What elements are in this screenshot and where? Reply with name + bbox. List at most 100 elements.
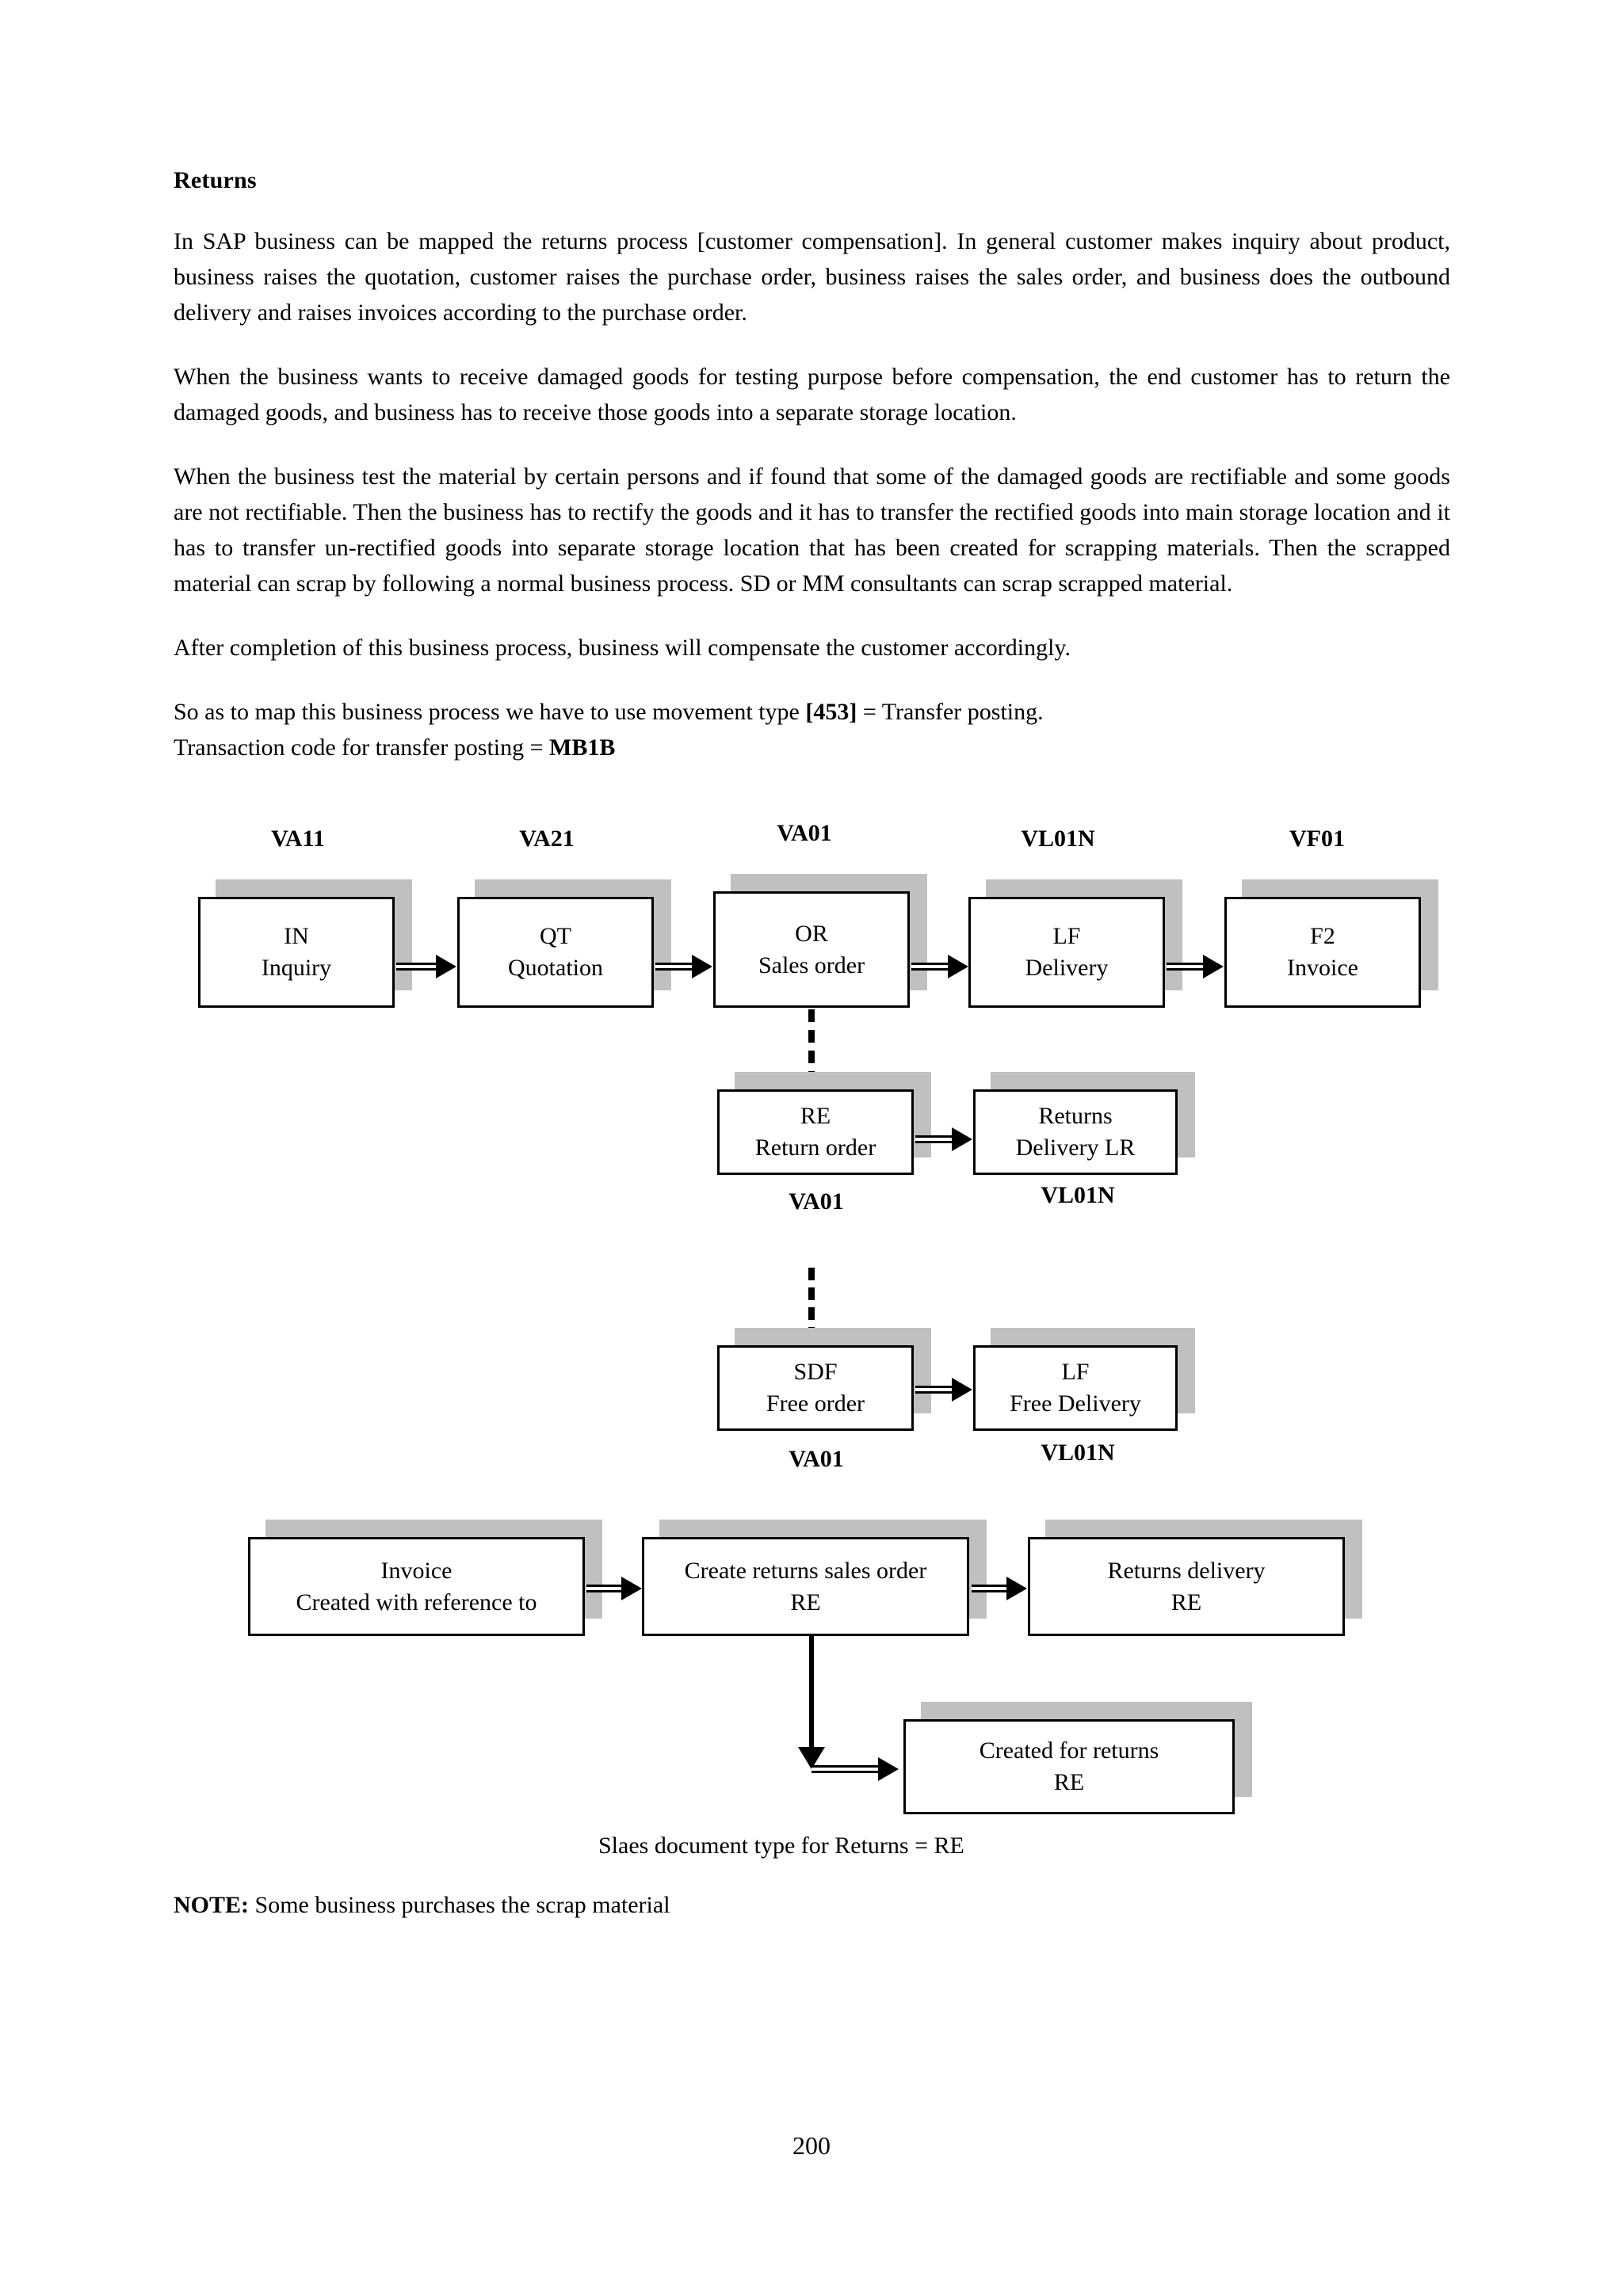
node-box: Returns Delivery LR (973, 1089, 1178, 1175)
tcode-label-vf01: VF01 (1289, 826, 1345, 852)
page-title: Returns (174, 167, 257, 193)
note-text: Some business purchases the scrap materi… (249, 1892, 670, 1918)
node-line-1: OR (795, 920, 828, 947)
arrow-stem (655, 963, 695, 971)
transaction-code-line: Transaction code for transfer posting = … (174, 730, 1450, 765)
tcode-label-va01-row2: VA01 (789, 1188, 844, 1215)
tcode-label-va11: VA11 (271, 826, 325, 852)
arrow-invoice-to-createreturns (586, 1577, 642, 1600)
page-number: 200 (792, 2131, 831, 2160)
node-box: OR Sales order (713, 891, 910, 1008)
tcode-label-vl01n-row1: VL01N (1021, 826, 1095, 852)
arrow-head (436, 955, 456, 978)
arrow-stem (911, 963, 951, 971)
node-line-2: Delivery LR (1015, 1135, 1136, 1161)
arrow-head (952, 1378, 972, 1402)
arrow-head (621, 1577, 642, 1600)
paragraph-1: In SAP business can be mapped the return… (174, 228, 1450, 326)
arrow-salesorder-to-delivery (911, 955, 968, 978)
node-line-2: Delivery (1025, 955, 1109, 981)
flow-node-returns-delivery-re: Returns delivery RE (1028, 1520, 1362, 1636)
diagram-caption: Slaes document type for Returns = RE (598, 1833, 964, 1859)
node-line-1: LF (1061, 1359, 1090, 1385)
node-line-2: RE (790, 1589, 821, 1615)
node-line-1: Returns (1038, 1103, 1113, 1129)
arrow-head (1006, 1577, 1027, 1600)
arrow-head (952, 1127, 972, 1151)
arrow-stem (808, 1268, 815, 1340)
flow-node-quotation: QT Quotation (457, 879, 671, 1008)
tcode-label-va01-row3: VA01 (789, 1446, 844, 1472)
arrow-stem (812, 1765, 881, 1773)
node-line-2: Invoice (1287, 955, 1358, 981)
movement-type-prefix: So as to map this business process we ha… (174, 699, 806, 725)
flow-node-create-returns-sales-order: Create returns sales order RE (642, 1520, 987, 1636)
arrow-stem (915, 1386, 955, 1394)
node-line-2: Free order (766, 1390, 865, 1417)
node-line-2: RE (1170, 1589, 1202, 1615)
node-line-1: SDF (793, 1359, 838, 1385)
note-line: NOTE: Some business purchases the scrap … (174, 1890, 670, 1921)
arrow-freeorder-to-freedelivery (915, 1378, 972, 1402)
node-box: Returns delivery RE (1028, 1537, 1345, 1636)
flow-node-inquiry: IN Inquiry (198, 879, 412, 1008)
flow-node-sales-order: OR Sales order (713, 874, 927, 1008)
node-line-1: LF (1052, 923, 1081, 949)
transaction-code-prefix: Transaction code for transfer posting = (174, 734, 550, 761)
node-line-1: QT (540, 923, 571, 949)
arrow-stem (808, 1009, 815, 1084)
arrow-head (1203, 955, 1224, 978)
arrow-stem (396, 963, 439, 971)
arrow-inquiry-to-quotation (396, 955, 456, 978)
paragraph-2: When the business wants to receive damag… (174, 364, 1450, 425)
transaction-code-value: MB1B (549, 734, 616, 761)
flow-node-return-order: RE Return order (717, 1072, 931, 1175)
node-box: IN Inquiry (198, 897, 395, 1008)
movement-type-line: So as to map this business process we ha… (174, 694, 1450, 730)
paragraph-3: When the business test the material by c… (174, 463, 1450, 597)
node-line-2: Inquiry (261, 955, 332, 981)
node-line-2: RE (1053, 1769, 1085, 1795)
node-box: QT Quotation (457, 897, 654, 1008)
flow-node-delivery: LF Delivery (968, 879, 1182, 1008)
flow-node-free-order: SDF Free order (717, 1328, 931, 1431)
paragraph-4: After completion of this business proces… (174, 635, 1071, 661)
node-box: SDF Free order (717, 1345, 914, 1431)
flow-node-invoice-reference: Invoice Created with reference to (248, 1520, 602, 1636)
arrow-delivery-to-invoice (1167, 955, 1224, 978)
node-box: LF Delivery (968, 897, 1165, 1008)
arrow-stem (972, 1585, 1010, 1592)
node-line-2: Quotation (508, 955, 603, 981)
flow-node-created-for-returns: Created for returns RE (903, 1702, 1252, 1814)
flow-node-returns-delivery-lr: Returns Delivery LR (973, 1072, 1195, 1175)
arrow-head (878, 1757, 899, 1781)
node-line-1: Invoice (380, 1557, 453, 1584)
node-line-1: IN (284, 923, 309, 949)
tcode-label-vl01n-row2: VL01N (1041, 1182, 1115, 1208)
node-line-1: Create returns sales order (684, 1557, 927, 1584)
text-column: Returns In SAP business can be mapped th… (174, 165, 1450, 765)
tcode-label-va21: VA21 (519, 826, 575, 852)
node-line-2: Free Delivery (1010, 1390, 1141, 1417)
arrow-quotation-to-salesorder (655, 955, 712, 978)
node-line-1: RE (800, 1103, 831, 1129)
connector-vertical-createreturns (809, 1636, 814, 1765)
tcode-label-vl01n-row3: VL01N (1041, 1440, 1115, 1466)
node-box: Invoice Created with reference to (248, 1537, 585, 1636)
node-box: LF Free Delivery (973, 1345, 1178, 1431)
tcode-label-va01-row1: VA01 (777, 820, 832, 846)
node-line-2: Sales order (758, 952, 865, 978)
movement-type-code: [453] (805, 699, 857, 725)
node-box: F2 Invoice (1224, 897, 1421, 1008)
movement-type-suffix: = Transfer posting. (857, 699, 1044, 725)
node-box: Created for returns RE (903, 1719, 1235, 1814)
arrow-stem (1167, 963, 1206, 971)
arrow-head (948, 955, 968, 978)
flow-node-free-delivery: LF Free Delivery (973, 1328, 1195, 1431)
node-line-1: Returns delivery (1107, 1557, 1266, 1584)
node-box: Create returns sales order RE (642, 1537, 969, 1636)
arrow-returnorder-to-returnsdelivery (915, 1127, 972, 1151)
node-line-1: F2 (1310, 923, 1335, 949)
connector-horizontal-to-createdforreturns (812, 1757, 899, 1781)
